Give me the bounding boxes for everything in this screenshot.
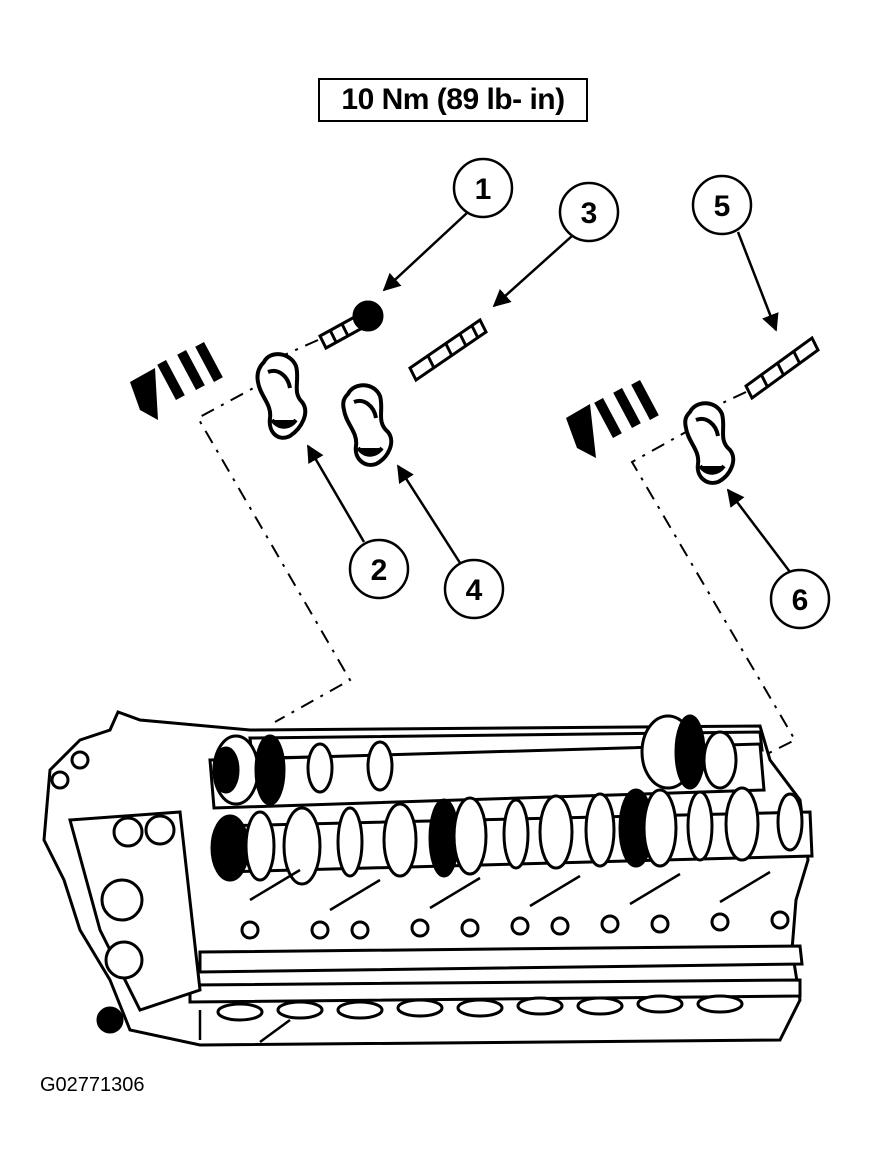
bearing-cap-2-icon [255,352,308,440]
leader-3 [492,235,573,308]
callout-6-label: 6 [792,584,809,617]
leader-5 [736,231,779,332]
bearing-cap-6-icon [683,401,736,485]
lower-camshaft [210,786,814,886]
callout-2-label: 2 [371,554,388,587]
right-cap-leader-line [630,427,797,756]
callout-4: 4 [443,558,505,620]
leader-4 [396,464,464,567]
upper-camshaft [208,714,766,810]
assembly-leader-lines [196,339,797,756]
callout-5-label: 5 [714,190,731,223]
callout-5: 5 [691,174,753,236]
front-direction-arrow-right [566,379,659,458]
torque-specification-box: 10 Nm (89 lb- in) [318,78,588,122]
callout-2: 2 [348,538,410,600]
leader-6 [726,488,791,573]
port-row [216,994,744,1022]
callout-3-label: 3 [581,197,598,230]
stud-5-icon [744,335,820,401]
callout-leaders [306,211,791,573]
bolt-1-leader-line [281,339,319,357]
leader-2 [306,444,366,543]
leader-1 [382,211,469,292]
callout-1: 1 [452,157,514,219]
figure-id: G02771306 [40,1074,145,1096]
left-cap-leader-line [196,377,352,723]
callout-6: 6 [769,568,831,630]
callout-4-label: 4 [466,574,483,607]
bolt-1-icon [318,300,384,351]
callout-circles: 1 3 5 2 4 6 [348,157,831,630]
stud-3-icon [408,317,488,383]
front-direction-arrow-left [130,341,223,420]
callout-3: 3 [558,181,620,243]
bearing-cap-4-icon [341,383,394,467]
bolt-5-leader-line [715,391,747,407]
rib-lines [198,868,771,1044]
cap-bolt-row [240,910,790,940]
callout-1-label: 1 [475,173,492,206]
cylinder-head-illustration [42,710,814,1047]
